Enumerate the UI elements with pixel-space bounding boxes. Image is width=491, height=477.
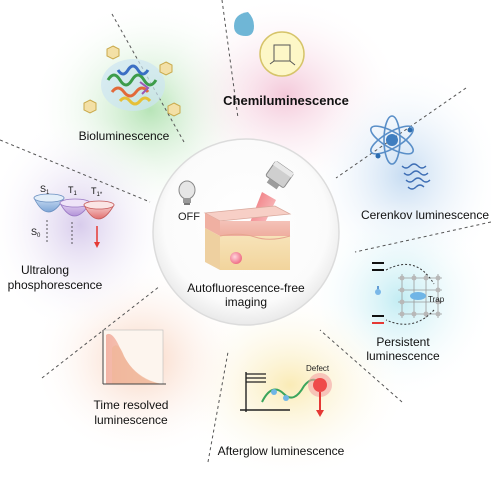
molecule-hexagon-icon xyxy=(83,99,97,114)
t1-label: T1 xyxy=(68,185,78,197)
cerenkov-segment: Cerenkov luminescence xyxy=(361,115,489,222)
bioluminescence-segment: Bioluminescence xyxy=(79,45,181,143)
s1-label: S1 xyxy=(40,184,50,196)
lattice-atoms xyxy=(399,275,441,317)
time-resolved-segment: Time resolved luminescence xyxy=(94,329,169,427)
persistent-segment: Trap Persistent luminescence xyxy=(366,262,445,363)
camera-head-icon xyxy=(265,160,294,190)
protein-structure-icon xyxy=(101,59,165,111)
chemiluminescence-label: Chemiluminescence xyxy=(223,93,349,108)
molecule-hexagon-icon xyxy=(167,102,181,117)
afterglow-label: Afterglow luminescence xyxy=(218,444,345,458)
chemiluminescence-segment: Chemiluminescence xyxy=(223,12,349,108)
bioluminescence-label: Bioluminescence xyxy=(79,129,170,143)
t1-star-label: T1* xyxy=(91,186,103,198)
center-title-line1: Autofluorescence-free xyxy=(187,281,305,295)
molecule-hexagon-icon xyxy=(106,45,120,60)
time-resolved-label-line2: luminescence xyxy=(94,413,168,427)
time-resolved-label-line1: Time resolved xyxy=(94,398,169,412)
divider-2 xyxy=(221,0,239,119)
trap-arrow-in xyxy=(385,263,435,285)
defect-marker xyxy=(308,373,332,417)
dioxetane-molecule-icon xyxy=(259,31,305,77)
defect-label: Defect xyxy=(306,364,330,373)
center-title-line2: imaging xyxy=(225,295,267,309)
tissue-block xyxy=(203,205,292,270)
divider-4 xyxy=(354,221,491,253)
crystal-lattice-icon xyxy=(398,274,442,318)
droplet-icon xyxy=(234,12,254,36)
dioxetane-ring xyxy=(269,44,296,66)
afterglow-segment: Defect Afterglow luminescence xyxy=(218,364,345,458)
divider-7 xyxy=(41,285,161,379)
persistent-label-line2: luminescence xyxy=(366,349,440,363)
light-bulb-icon xyxy=(178,180,196,205)
cerenkov-label: Cerenkov luminescence xyxy=(361,208,489,222)
trap-label: Trap xyxy=(428,295,445,304)
persistent-label-line1: Persistent xyxy=(376,335,430,349)
divider-6 xyxy=(207,351,229,463)
divider-5 xyxy=(319,329,403,403)
off-label: OFF xyxy=(178,211,200,223)
tumor-glow xyxy=(230,252,242,264)
atom-icon xyxy=(370,115,414,165)
ultralong-label-line1: Ultralong xyxy=(21,263,69,277)
s0-label: S0 xyxy=(31,227,41,239)
decay-plot-icon xyxy=(102,329,166,385)
ultralong-segment: S1 T1 T1* S0 Ultralong phosphorescence xyxy=(8,184,115,292)
divider-3 xyxy=(335,87,467,179)
radiation-wave-icon xyxy=(401,163,431,190)
center-panel: OFF Autofluorescence-free imaging xyxy=(152,138,340,326)
trap-electron-icon xyxy=(410,292,426,300)
sector-dividers xyxy=(0,0,491,463)
ultralong-label-line2: phosphorescence xyxy=(8,278,103,292)
energy-level-icon xyxy=(372,262,384,324)
ultralong-glow xyxy=(0,115,175,335)
jablonski-cups-icon xyxy=(33,193,115,248)
trap-arrow-out xyxy=(385,309,435,325)
molecule-hexagon-icon xyxy=(159,61,173,76)
